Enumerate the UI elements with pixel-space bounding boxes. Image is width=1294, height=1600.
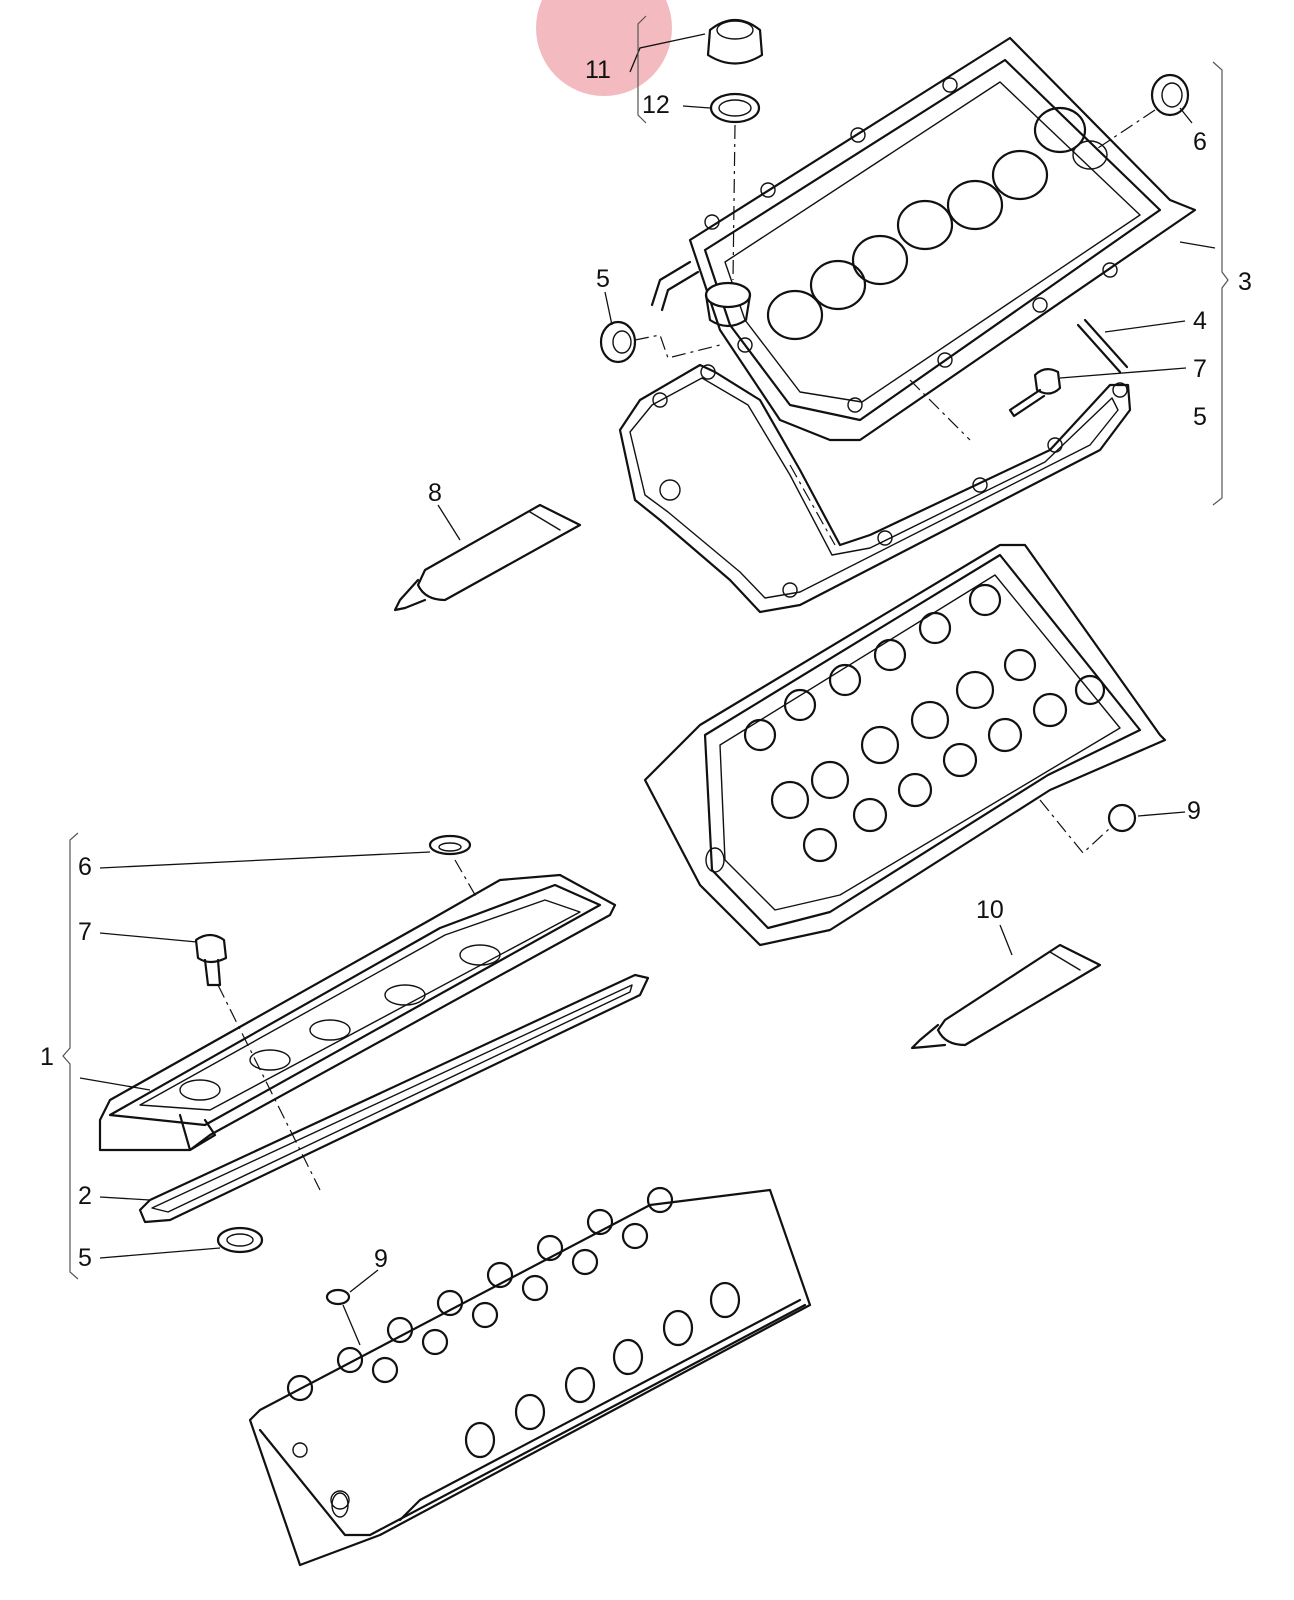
callout-4[interactable]: 4 xyxy=(1193,307,1207,335)
axis-line xyxy=(732,124,736,281)
guide-rod[interactable] xyxy=(1076,318,1129,374)
group-bracket-top xyxy=(637,15,647,124)
callout-9-right[interactable]: 9 xyxy=(1187,797,1201,825)
cylinder-head-right[interactable] xyxy=(643,543,1167,947)
callout-12[interactable]: 12 xyxy=(642,91,670,119)
axis-line xyxy=(634,334,721,359)
sealant-tube-upper[interactable] xyxy=(393,503,582,612)
callout-1[interactable]: 1 xyxy=(40,1043,54,1071)
sealant-tube-lower[interactable] xyxy=(910,943,1102,1050)
cover-bolt-left[interactable] xyxy=(194,933,228,987)
valve-cover-right[interactable] xyxy=(650,36,1197,442)
callout-8[interactable]: 8 xyxy=(428,479,442,507)
callout-11[interactable]: 11 xyxy=(585,56,611,84)
callout-7-upper[interactable]: 7 xyxy=(1193,355,1207,383)
callout-5-left[interactable]: 5 xyxy=(78,1244,92,1272)
axis-line xyxy=(454,859,479,901)
callout-2[interactable]: 2 xyxy=(78,1182,92,1210)
callout-6-left[interactable]: 6 xyxy=(78,853,92,881)
callout-3[interactable]: 3 xyxy=(1238,268,1252,296)
callout-labels: 11 12 6 5 3 4 7 5 8 9 10 6 7 1 2 5 9 xyxy=(40,56,1252,1273)
seal-ring-upper-left[interactable] xyxy=(428,834,472,856)
cylinder-head-left[interactable] xyxy=(248,1186,812,1567)
callout-10[interactable]: 10 xyxy=(976,896,1004,924)
seal-ring-left[interactable] xyxy=(599,320,637,364)
filler-cap-seal[interactable] xyxy=(709,92,761,124)
valve-cover-gasket-right[interactable] xyxy=(618,363,1132,614)
leader-lines xyxy=(79,33,1216,1346)
axis-line xyxy=(789,464,836,546)
plug-left[interactable] xyxy=(325,1288,351,1306)
callout-9-left[interactable]: 9 xyxy=(374,1245,388,1273)
callout-6-upper[interactable]: 6 xyxy=(1193,128,1207,156)
cover-bolt-right[interactable] xyxy=(1008,368,1062,418)
seal-ring-lower-left[interactable] xyxy=(216,1226,264,1254)
seal-ring-upper-right[interactable] xyxy=(1150,73,1190,117)
valve-cover-left[interactable] xyxy=(98,873,617,1152)
group-bracket-left xyxy=(62,832,79,1280)
callout-5-right[interactable]: 5 xyxy=(1193,403,1207,431)
valve-cover-gasket-left[interactable] xyxy=(138,973,650,1224)
oil-filler-cap[interactable] xyxy=(706,18,764,65)
callout-5-upper[interactable]: 5 xyxy=(596,265,610,293)
axis-line xyxy=(909,379,971,441)
plug-right[interactable] xyxy=(1107,803,1137,833)
axis-line xyxy=(1094,109,1156,151)
callout-7-left[interactable]: 7 xyxy=(78,918,92,946)
axis-line xyxy=(1039,799,1111,854)
group-bracket-right xyxy=(1212,61,1229,506)
